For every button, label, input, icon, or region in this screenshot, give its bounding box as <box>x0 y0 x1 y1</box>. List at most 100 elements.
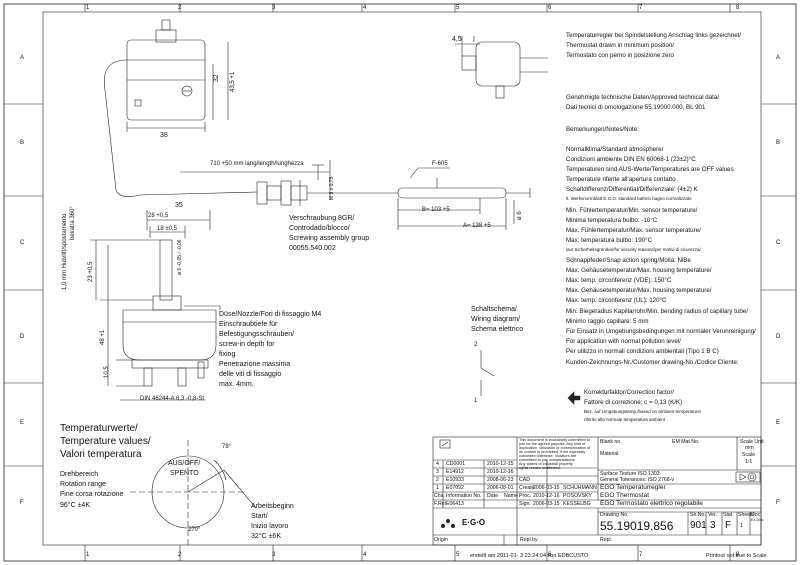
sheets-value: 1 <box>740 523 743 529</box>
notice-3: duplication, utilization or communicatio… <box>519 446 591 450</box>
note-line-12: Schnappfeder/Snap action spring/Molla: N… <box>566 257 691 264</box>
people-create-role: Create <box>519 485 535 491</box>
dim-capillary-length: 710 +50 mm lang/length/lunghezza <box>210 161 304 167</box>
note-approval-2: Dati tecnici di omologazione 55.19000.00… <box>566 104 706 111</box>
wiring-terminal-1: 1 <box>474 398 478 404</box>
rev-2-no: 2 <box>436 477 439 483</box>
dial-off-label-1: AUS/OFF/ <box>168 460 201 467</box>
drawing-number: 55.19019.856 <box>600 519 674 533</box>
grid-col-2: 2 <box>178 5 182 11</box>
note-line-17: Min. Biegeradius Kapillarrohr/Min. bendi… <box>566 308 748 315</box>
scale-value: 1:1 <box>745 459 753 465</box>
rotation-range-4: 96°C ±4K <box>60 502 90 509</box>
dim-35: 35 <box>175 202 183 209</box>
dim-bulb-diameter: ø 6 <box>517 211 523 220</box>
rev-4-no: 4 <box>436 461 439 467</box>
note-line-9: Max. Fühlertemperatur/Max. sensor temper… <box>566 227 701 234</box>
sheets-label: Sheets <box>738 512 755 518</box>
title-it: EGO Termostato elettrico regolabile <box>600 500 703 507</box>
dim-a138: A= 138 +5 <box>463 223 491 229</box>
grid-col-4-bottom: 4 <box>363 552 367 558</box>
rev-1-change: E07092 <box>446 485 464 491</box>
correction-4: riferito alla normale temperatura ambien… <box>584 417 666 422</box>
note-line-13: Max. Gehäusetemperatur/Max. housing temp… <box>566 267 712 274</box>
work-start-4: 32°C ±6K <box>251 533 281 540</box>
nozzle-label-1: Düse/Nozzle/Fori di fissaggio M4 <box>219 311 322 318</box>
title-de: EGO Temperaturregler <box>600 484 666 491</box>
correction-1: Korrekturfaktor/Correction factor/ <box>584 389 675 396</box>
material-label: Material <box>600 451 619 457</box>
screwing-label-3: Screwing assembly group <box>289 235 370 242</box>
grid-row-d: D <box>20 334 25 340</box>
people-sign-name: KESSELBG <box>563 501 591 507</box>
dim-18: 18 ±0,5 <box>157 226 177 232</box>
work-start-2: Start/ <box>251 513 268 520</box>
rev-3-date: 2010-12-16 <box>487 469 514 475</box>
grid-col-4: 4 <box>363 5 367 11</box>
sheet-no-label: Sh.No. <box>690 512 706 518</box>
rev-2-note: CAD <box>519 477 530 483</box>
origin-label: Origin <box>434 537 448 543</box>
notice-4: its content is prohibited, if not expres… <box>519 450 586 454</box>
note-line-18: Minimo raggio capillare: 5 mm <box>566 318 649 325</box>
footer-created: erstellt am 2011-01- 3 23:24:04 von EDBC… <box>470 553 589 559</box>
grid-row-b-right: B <box>776 140 781 146</box>
general-tolerances: General Tolerances: ISO 2768-v <box>600 477 675 483</box>
note-approval-1: Genehmigte technische Daten/Approved tec… <box>566 94 720 101</box>
nozzle-label-8: max. 4mm. <box>219 381 254 388</box>
note-line-16: Max. temp. circonferenz (UL): 120°C <box>566 297 667 304</box>
grid-col-8-bottom: 8 <box>736 552 740 558</box>
nozzle-label-3: Befestigungsschrauben/ <box>219 331 295 338</box>
rotation-range-1: Drehbereich <box>60 471 99 478</box>
scale-label: Scale <box>742 452 755 458</box>
replaces-label: Repl. <box>600 537 613 543</box>
wiring-label-3: Schema elettrico <box>471 326 524 333</box>
people-sign-role: Sign. <box>519 501 531 507</box>
note-header-3: Termostato con perno in posizione zero <box>566 52 674 59</box>
col-date: Date <box>487 493 498 499</box>
notice-1: This document is exclusively committed t… <box>519 438 590 442</box>
title-en: EGO Thermostat <box>600 492 650 499</box>
rev-1-date: 2006-08-01 <box>487 485 514 491</box>
correction-3: Bez. auf Umgebungstemp./based on ambient… <box>584 409 702 414</box>
nozzle-label-2: Einschraubtiefe für <box>219 321 278 328</box>
work-start-1: Arbeitsbeginn <box>251 503 294 510</box>
note-line-20: For application with normal pollution le… <box>566 338 681 345</box>
grid-row-c: C <box>20 240 25 246</box>
rev-3-change: E14912 <box>446 469 464 475</box>
rev-2-change: E10933 <box>446 477 464 483</box>
dim-48: 48 +1 <box>100 329 106 345</box>
status-label: Stat. <box>723 512 734 518</box>
grid-row-e-right: E <box>776 420 781 426</box>
grid-col-1-bottom: 1 <box>86 552 90 558</box>
grid-col-6: 6 <box>548 5 552 11</box>
note-line-11: laut Sicherheitsgründen/for security rea… <box>566 247 701 252</box>
version-value: 3 <box>710 520 716 531</box>
col-name: Name <box>504 493 518 499</box>
grid-row-a: A <box>20 55 25 61</box>
grid-row-e: E <box>20 420 25 426</box>
note-line-8: Minima temperatura bulbo: -10°C <box>566 217 658 224</box>
grid-row-c-right: C <box>776 240 781 246</box>
unit-value: mm <box>745 445 754 451</box>
temp-values-title-2: Temperature values/ <box>60 436 151 447</box>
dim-f605: F-605 <box>432 161 448 167</box>
grid-row-b: B <box>20 140 25 146</box>
note-line-7: Min. Fühlertemperatur/Min. sensor temper… <box>566 207 698 214</box>
temp-values-title-3: Valori temperatura <box>60 449 142 460</box>
dim-43-5: 43,5 +1 <box>230 71 236 92</box>
note-line-3: Temperaturen sind AUS-Werte/Temperatures… <box>566 166 734 173</box>
people-proc-date: 2010-12-16 <box>533 493 560 499</box>
dim-lift: 1,0 mm Hub/lift/spostamento <box>62 213 68 290</box>
note-line-5: Schaltdifferenz/Differential/Differenzia… <box>566 186 698 193</box>
rev-3-no: 3 <box>436 469 439 475</box>
version-label: Ver. <box>708 512 717 518</box>
notice-2: you for the agreed purpose. Any kind of <box>519 442 586 446</box>
nozzle-label-4: screw-in depth for <box>219 341 275 348</box>
dim-4-5: 4,5 <box>452 36 462 43</box>
notice-7: Any claims of industrial property <box>519 462 573 466</box>
rev-1-no: 1 <box>436 485 439 491</box>
drawing-no-label: Drawing No. <box>600 512 629 518</box>
